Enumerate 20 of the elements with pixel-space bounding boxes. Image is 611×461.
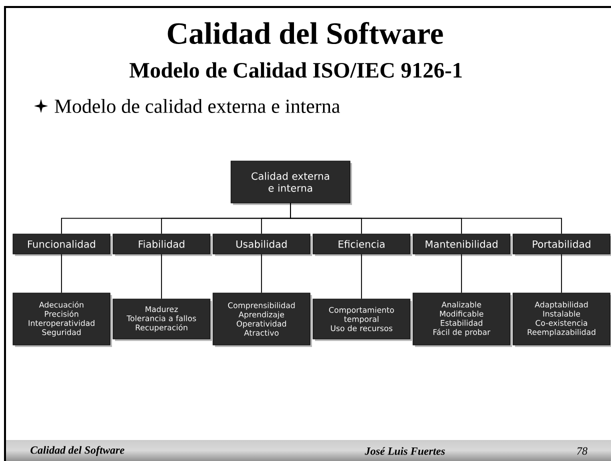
footer-text: Calidad del Software — [30, 446, 124, 456]
category-box: Fiabilidad — [112, 234, 212, 256]
connector-line — [290, 202, 562, 234]
connector-line — [161, 254, 162, 300]
connector-line — [561, 254, 562, 294]
footer-text: José Luis Fuertes — [364, 447, 445, 455]
footer-text: 78 — [577, 447, 588, 455]
category-box: Usabilidad — [212, 234, 312, 256]
category-box: Eficiencia — [312, 234, 412, 256]
connector-line — [261, 254, 262, 294]
bullet-text: Modelo de calidad externa e interna — [54, 98, 340, 113]
category-box: Funcionalidad — [12, 234, 112, 256]
connector-line — [461, 254, 462, 294]
subtitle: Modelo de Calidad ISO/IEC 9126-1 — [130, 62, 462, 78]
connector-line — [61, 254, 62, 294]
connector-line — [361, 254, 362, 300]
slide-title: Calidad del Software — [168, 22, 443, 44]
category-box: Mantenibilidad — [412, 234, 512, 256]
root-box: Calidad externa e interna — [230, 160, 352, 205]
category-box: Portabilidad — [512, 234, 611, 256]
